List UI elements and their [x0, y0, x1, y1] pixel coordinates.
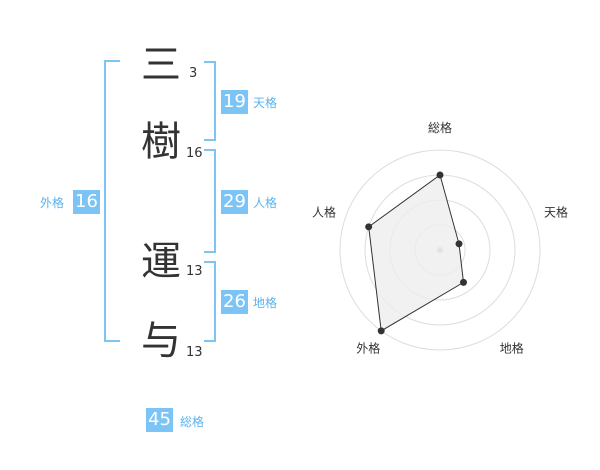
jinkaku-value-badge: 29 — [221, 190, 248, 214]
tenkaku-bracket — [204, 61, 216, 141]
radar-point — [377, 327, 385, 335]
radar-point — [455, 240, 463, 248]
soukaku-value-badge: 45 — [146, 408, 173, 432]
radar-area — [368, 174, 465, 332]
jinkaku-bracket — [204, 149, 216, 253]
name-char-2: 樹 — [141, 119, 181, 165]
name-char-4: 与 — [141, 318, 181, 364]
gaikaku-label: 外格 — [40, 196, 65, 210]
name-char-2-strokes: 16 — [186, 146, 203, 161]
radar-point — [365, 223, 373, 231]
soukaku-label: 総格 — [180, 415, 205, 429]
radar-axis-label: 外格 — [356, 341, 380, 356]
radar-axis-label: 総格 — [428, 120, 452, 135]
radar-axis-label: 地格 — [500, 341, 524, 356]
radar-axis-label: 人格 — [312, 204, 336, 219]
name-char-4-strokes: 13 — [186, 345, 203, 360]
gaikaku-bracket — [104, 60, 120, 342]
name-char-1: 三 — [141, 42, 181, 88]
name-char-3: 運 — [141, 239, 181, 285]
radar-grid-ring — [339, 149, 541, 351]
jinkaku-label: 人格 — [253, 196, 278, 210]
radar-points — [365, 171, 468, 335]
chikaku-bracket — [204, 261, 216, 342]
radar-axis-label: 天格 — [544, 204, 568, 219]
chikaku-value-badge: 26 — [221, 290, 248, 314]
name-char-3-strokes: 13 — [186, 264, 203, 279]
radar-point — [436, 171, 444, 179]
gaikaku-value-badge: 16 — [73, 190, 100, 214]
radar-point — [460, 278, 468, 286]
tenkaku-label: 天格 — [253, 96, 278, 110]
name-char-1-strokes: 3 — [189, 66, 198, 81]
chikaku-label: 地格 — [253, 296, 278, 310]
tenkaku-value-badge: 19 — [221, 90, 248, 114]
